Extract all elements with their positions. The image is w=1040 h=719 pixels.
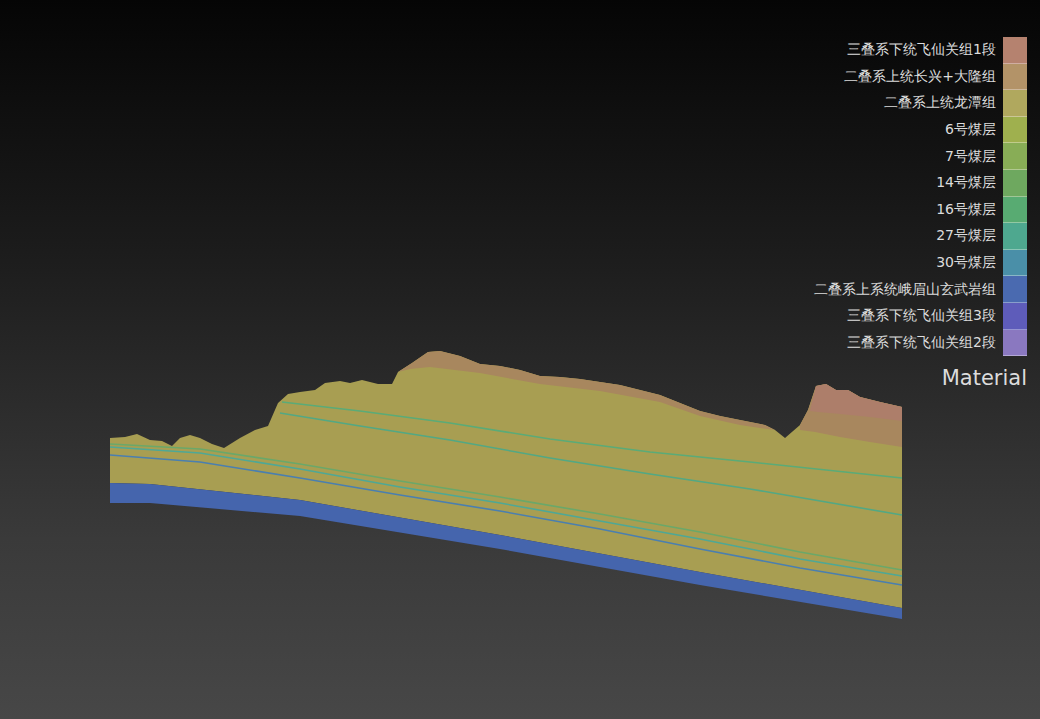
legend-text: 三叠系下统飞仙关组1段 (847, 41, 996, 59)
legend-row: 二叠系上统龙潭组 (884, 90, 1027, 117)
legend-text: 二叠系上统长兴+大隆组 (844, 68, 996, 86)
legend-swatch (1003, 143, 1027, 170)
legend-text: 16号煤层 (936, 201, 996, 219)
legend-text: 30号煤层 (936, 254, 996, 272)
coal-seam (280, 413, 902, 515)
legend-text: 三叠系下统飞仙关组2段 (847, 334, 996, 352)
legend-text: 三叠系下统飞仙关组3段 (847, 307, 996, 325)
legend-swatch (1003, 64, 1027, 91)
legend-text: 6号煤层 (945, 121, 996, 139)
legend-text: 27号煤层 (936, 227, 996, 245)
coal-seam (282, 402, 902, 478)
legend-swatch (1003, 117, 1027, 144)
legend-swatch (1003, 223, 1027, 250)
legend-swatch (1003, 330, 1027, 357)
legend-swatch (1003, 276, 1027, 303)
legend-text: 二叠系上统龙潭组 (884, 94, 996, 112)
legend-text: 二叠系上系统峨眉山玄武岩组 (814, 281, 996, 299)
legend-text: 7号煤层 (945, 148, 996, 166)
legend-row: 三叠系下统飞仙关组2段 (847, 330, 1027, 357)
legend-row: 14号煤层 (936, 170, 1027, 197)
legend-row: 三叠系下统飞仙关组1段 (847, 37, 1027, 64)
legend-text: 14号煤层 (936, 174, 996, 192)
legend-row: 三叠系下统飞仙关组3段 (847, 303, 1027, 330)
coal-seam (110, 455, 902, 585)
legend-swatch (1003, 37, 1027, 64)
legend-swatch (1003, 250, 1027, 277)
legend-row: 二叠系上统长兴+大隆组 (844, 64, 1027, 91)
feixianguan-formation (810, 384, 902, 421)
legend-row: 二叠系上系统峨眉山玄武岩组 (814, 276, 1027, 303)
legend-swatch (1003, 197, 1027, 224)
longtan-formation (110, 351, 902, 608)
changxing-formation (398, 351, 775, 430)
legend-swatch (1003, 170, 1027, 197)
legend-row: 7号煤层 (945, 143, 1027, 170)
changxing-formation (800, 384, 902, 447)
legend-swatch (1003, 90, 1027, 117)
legend-swatch (1003, 303, 1027, 330)
basalt-formation (110, 483, 902, 619)
legend-title: Material (942, 366, 1027, 390)
legend-row: 16号煤层 (936, 197, 1027, 224)
legend-row: 27号煤层 (936, 223, 1027, 250)
legend-row: 30号煤层 (936, 250, 1027, 277)
legend-row: 6号煤层 (945, 117, 1027, 144)
